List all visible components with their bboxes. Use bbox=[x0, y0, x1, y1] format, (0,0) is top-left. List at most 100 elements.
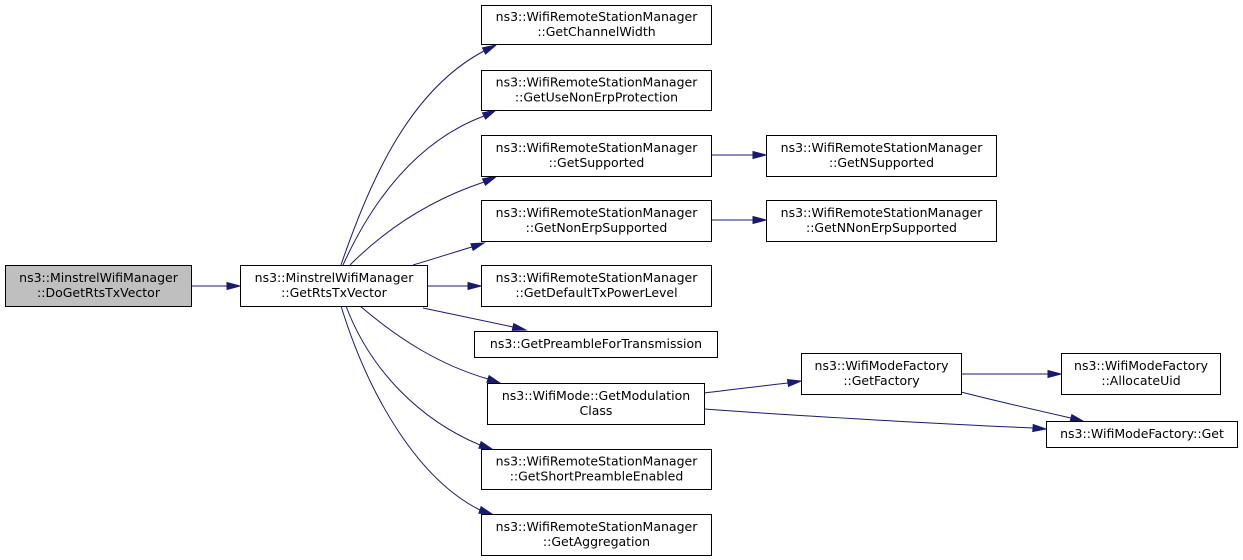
node-nonErpProt[interactable]: ns3::WifiRemoteStationManager::GetUseNon… bbox=[481, 70, 712, 111]
node-factGet[interactable]: ns3::WifiModeFactory::Get bbox=[1046, 421, 1238, 448]
node-label-line: ::GetSupported bbox=[549, 155, 645, 170]
node-label-line: ::GetDefaultTxPowerLevel bbox=[515, 285, 677, 300]
node-box[interactable] bbox=[5, 265, 192, 307]
edge-line bbox=[340, 305, 481, 511]
node-label-line: ::AllocateUid bbox=[1101, 373, 1180, 388]
node-label-line: ns3::WifiRemoteStationManager bbox=[496, 519, 699, 534]
edge-line bbox=[359, 305, 489, 380]
edge-getFactory-to-allocUid bbox=[961, 369, 1063, 379]
node-box[interactable] bbox=[481, 449, 712, 490]
arrowhead-icon bbox=[478, 440, 494, 450]
node-box[interactable] bbox=[481, 5, 712, 45]
node-label-line: ::GetShortPreambleEnabled bbox=[510, 469, 684, 484]
node-label-line: ns3::WifiRemoteStationManager bbox=[496, 75, 699, 90]
edge-line bbox=[703, 382, 789, 394]
edge-modClass-to-getFactory bbox=[703, 378, 803, 394]
arrowhead-icon bbox=[486, 374, 502, 384]
node-label-line: ns3::WifiRemoteStationManager bbox=[496, 9, 699, 24]
node-aggregation[interactable]: ns3::WifiRemoteStationManager::GetAggreg… bbox=[481, 514, 712, 556]
node-getFactory[interactable]: ns3::WifiModeFactory::GetFactory bbox=[801, 353, 962, 395]
arrowhead-icon bbox=[481, 109, 498, 120]
edge-getRts-to-shortPre bbox=[345, 305, 494, 450]
node-box[interactable] bbox=[481, 200, 712, 242]
node-label-line: ns3::WifiMode::GetModulation bbox=[502, 388, 690, 403]
edge-getRts-to-nonErpSupp bbox=[412, 242, 486, 266]
edges-layer bbox=[191, 44, 1085, 515]
edge-getRts-to-preamble bbox=[422, 307, 528, 331]
edge-line bbox=[345, 305, 481, 446]
arrowhead-icon bbox=[752, 215, 768, 225]
node-label-line: ns3::WifiRemoteStationManager bbox=[781, 140, 984, 155]
node-label-line: ns3::WifiRemoteStationManager bbox=[496, 454, 699, 469]
node-label-line: ns3::MinstrelWifiManager bbox=[255, 270, 415, 285]
node-label-line: ns3::WifiModeFactory bbox=[815, 358, 950, 373]
node-preamble[interactable]: ns3::GetPreambleForTransmission bbox=[474, 331, 718, 358]
arrowhead-icon bbox=[470, 242, 486, 252]
node-box[interactable] bbox=[481, 135, 712, 177]
node-box[interactable] bbox=[474, 331, 718, 358]
node-label-line: Class bbox=[580, 403, 613, 418]
edge-getRts-to-modClass bbox=[359, 305, 502, 384]
edge-line bbox=[340, 50, 485, 266]
arrowhead-icon bbox=[467, 281, 483, 291]
node-box[interactable] bbox=[481, 265, 712, 307]
node-label-line: ns3::MinstrelWifiManager bbox=[19, 270, 179, 285]
node-supported[interactable]: ns3::WifiRemoteStationManager::GetSuppor… bbox=[481, 135, 712, 177]
edge-getFactory-to-factGet bbox=[960, 391, 1085, 422]
node-box[interactable] bbox=[481, 70, 712, 111]
node-label-line: ns3::GetPreambleForTransmission bbox=[490, 336, 702, 351]
node-label-line: ns3::WifiModeFactory bbox=[1074, 358, 1209, 373]
node-label-line: ::GetAggregation bbox=[543, 534, 650, 549]
nodes-layer: ns3::MinstrelWifiManager::DoGetRtsTxVect… bbox=[5, 5, 1238, 556]
edge-supported-to-nSupported bbox=[711, 150, 768, 160]
node-box[interactable] bbox=[487, 383, 705, 425]
arrowhead-icon bbox=[481, 44, 498, 55]
edge-line bbox=[703, 408, 1034, 429]
node-nNonErp[interactable]: ns3::WifiRemoteStationManager::GetNNonEr… bbox=[766, 200, 997, 242]
arrowhead-icon bbox=[1032, 423, 1048, 433]
edge-line bbox=[349, 181, 485, 266]
node-defTxPower[interactable]: ns3::WifiRemoteStationManager::GetDefaul… bbox=[481, 265, 712, 307]
arrowhead-icon bbox=[226, 281, 242, 291]
node-nonErpSupp[interactable]: ns3::WifiRemoteStationManager::GetNonErp… bbox=[481, 200, 712, 242]
node-label-line: ::GetRtsTxVector bbox=[281, 285, 388, 300]
arrowhead-icon bbox=[511, 322, 528, 331]
node-label-line: ::GetNSupported bbox=[829, 155, 934, 170]
node-label-line: ns3::WifiModeFactory::Get bbox=[1060, 426, 1224, 441]
arrowhead-icon bbox=[752, 150, 768, 160]
edge-getRts-to-aggregation bbox=[340, 305, 494, 515]
edge-getRts-to-supported bbox=[349, 175, 498, 266]
edge-getRts-to-defTxPower bbox=[427, 281, 483, 291]
node-nSupported[interactable]: ns3::WifiRemoteStationManager::GetNSuppo… bbox=[766, 135, 997, 177]
node-label-line: ns3::WifiRemoteStationManager bbox=[781, 205, 984, 220]
node-box[interactable] bbox=[481, 514, 712, 556]
node-box[interactable] bbox=[1061, 353, 1221, 395]
node-label-line: ns3::WifiRemoteStationManager bbox=[496, 205, 699, 220]
node-box[interactable] bbox=[801, 353, 962, 395]
node-label-line: ::GetUseNonErpProtection bbox=[515, 90, 678, 105]
node-label-line: ::DoGetRtsTxVector bbox=[37, 285, 161, 300]
edge-getRts-to-nonErpProt bbox=[342, 109, 498, 266]
node-shortPre[interactable]: ns3::WifiRemoteStationManager::GetShortP… bbox=[481, 449, 712, 490]
node-root[interactable]: ns3::MinstrelWifiManager::DoGetRtsTxVect… bbox=[5, 265, 192, 307]
edge-nonErpSupp-to-nNonErp bbox=[711, 215, 768, 225]
node-label-line: ::GetNonErpSupported bbox=[526, 220, 668, 235]
node-getRts[interactable]: ns3::MinstrelWifiManager::GetRtsTxVector bbox=[240, 265, 428, 307]
arrowhead-icon bbox=[1069, 413, 1085, 422]
node-label-line: ::GetFactory bbox=[843, 373, 920, 388]
node-label-line: ::GetNNonErpSupported bbox=[806, 220, 957, 235]
edge-modClass-to-factGet bbox=[703, 408, 1048, 433]
node-chanWidth[interactable]: ns3::WifiRemoteStationManager::GetChanne… bbox=[481, 5, 712, 45]
node-allocUid[interactable]: ns3::WifiModeFactory::AllocateUid bbox=[1061, 353, 1221, 395]
node-box[interactable] bbox=[240, 265, 428, 307]
node-label-line: ns3::WifiRemoteStationManager bbox=[496, 270, 699, 285]
edge-line bbox=[960, 391, 1072, 419]
node-box[interactable] bbox=[1046, 421, 1238, 448]
node-label-line: ns3::WifiRemoteStationManager bbox=[496, 140, 699, 155]
node-label-line: ::GetChannelWidth bbox=[537, 24, 655, 39]
arrowhead-icon bbox=[1047, 369, 1063, 379]
arrowhead-icon bbox=[481, 175, 498, 186]
node-box[interactable] bbox=[766, 135, 997, 177]
node-box[interactable] bbox=[766, 200, 997, 242]
